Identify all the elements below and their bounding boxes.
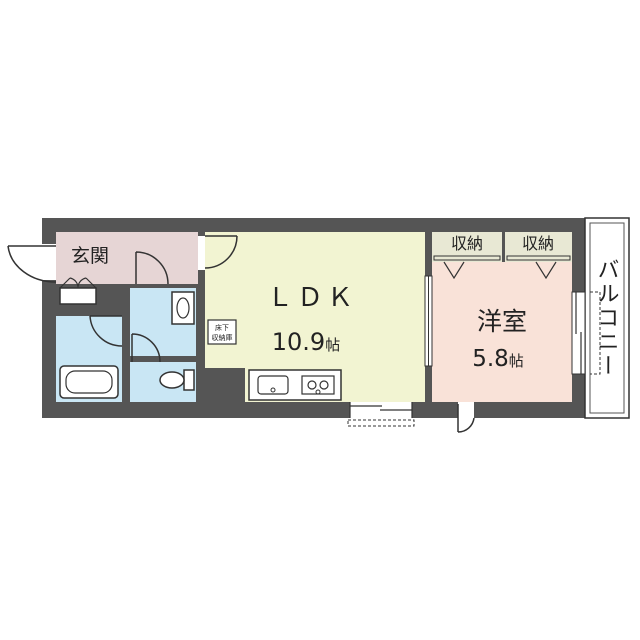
entrance-door-opening xyxy=(42,244,56,280)
shoe-cabinet-doors xyxy=(59,277,97,289)
ldk-window-sill xyxy=(347,419,415,427)
underfloor-storage-line2: 収納庫 xyxy=(212,333,233,342)
western-door-opening xyxy=(458,402,474,418)
washbasin-bowl xyxy=(176,297,190,319)
storage-left-label: 収納 xyxy=(451,234,483,253)
toilet-bowl xyxy=(159,371,185,389)
ldk-size: 10.9帖 xyxy=(272,328,340,356)
toilet-tank xyxy=(183,369,195,391)
kitchen-drain xyxy=(270,387,276,393)
underfloor-storage-line1: 床下 xyxy=(215,323,229,332)
kitchen-sink xyxy=(257,375,289,395)
western-door-swing xyxy=(457,404,475,433)
ldk-door-opening xyxy=(198,236,205,270)
ldk-door-swing xyxy=(204,235,238,269)
stove-burner-1 xyxy=(307,380,317,390)
storage-right-label: 収納 xyxy=(522,234,554,253)
corridor-door-swing xyxy=(135,251,169,285)
stove-burner-3 xyxy=(315,389,321,395)
storage-left-fold-door xyxy=(443,261,465,280)
western-size-unit: 帖 xyxy=(509,352,524,370)
ldk-window-sashes xyxy=(349,402,413,418)
western-room-size: 5.8帖 xyxy=(472,346,524,372)
storage-left-floor xyxy=(432,232,502,262)
underfloor-storage-box xyxy=(207,319,237,345)
corridor-floor xyxy=(124,232,198,284)
stove-burner-2 xyxy=(319,380,329,390)
western-balcony-window xyxy=(571,291,586,375)
storage-right-fold-door xyxy=(535,261,557,280)
shoe-cabinet xyxy=(59,287,97,305)
kitchen-counter xyxy=(248,369,342,401)
balcony-inner-line xyxy=(589,222,625,414)
genkan-label: 玄関 xyxy=(71,245,109,267)
storage-right-floor xyxy=(505,232,572,262)
entrance-door-swing xyxy=(7,245,57,283)
balcony-label: バルコニー xyxy=(594,258,619,378)
ldk-kitchen-notch-wall xyxy=(205,368,245,402)
toilet-door-swing xyxy=(131,333,161,363)
storage-right-rail xyxy=(506,255,571,261)
ldk-size-unit: 帖 xyxy=(325,336,340,354)
western-room-floor xyxy=(432,262,572,402)
ldk-size-number: 10.9 xyxy=(272,328,325,356)
storage-left-rail xyxy=(433,255,501,261)
bathtub-inner xyxy=(65,370,113,394)
western-room-label: 洋室 xyxy=(477,307,527,336)
western-balcony-window-sashes xyxy=(575,292,582,374)
ldk-label: ＬＤＫ xyxy=(267,283,357,313)
genkan-floor xyxy=(56,232,124,284)
bathtub xyxy=(59,365,119,399)
washbasin xyxy=(171,291,195,325)
balcony-window-sill xyxy=(590,291,601,375)
western-size-number: 5.8 xyxy=(472,346,509,372)
washroom-door-swing xyxy=(89,315,123,347)
